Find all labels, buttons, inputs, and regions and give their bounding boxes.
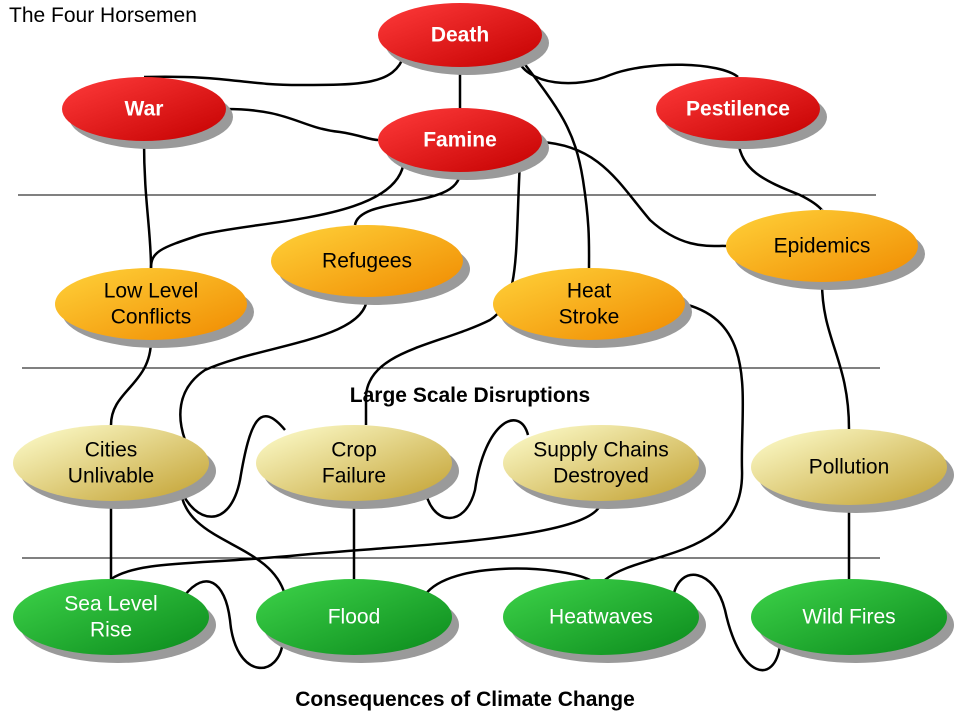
- edge-famine-to-low-level-conflicts: [149, 159, 406, 269]
- node-famine: Famine: [378, 108, 549, 180]
- edge-death-to-heat-stroke: [519, 57, 591, 269]
- node-label: Low Level: [104, 280, 199, 303]
- edge-sea-level-rise-to-flood: [184, 580, 285, 670]
- node-flood: Flood: [256, 579, 459, 663]
- node-label: Failure: [322, 465, 386, 488]
- node-label: Sea Level: [64, 593, 157, 616]
- node-label: Death: [431, 24, 489, 47]
- node-ellipse: [503, 579, 699, 655]
- node-ellipse: [62, 77, 226, 141]
- section-label-disruptions: Large Scale Disruptions: [349, 384, 591, 407]
- node-label: Flood: [328, 606, 381, 629]
- node-label: Crop: [331, 439, 377, 462]
- node-ellipse: [13, 579, 209, 655]
- node-war: War: [62, 77, 233, 149]
- node-ellipse: [271, 225, 463, 297]
- node-ellipse: [378, 3, 542, 67]
- node-label: Supply Chains: [533, 439, 668, 462]
- node-ellipse: [751, 579, 947, 655]
- node-ellipse: [656, 77, 820, 141]
- node-label: Conflicts: [111, 306, 192, 329]
- edge-cities-unlivable-to-flood: [178, 484, 287, 596]
- edge-war-to-famine: [225, 107, 379, 142]
- node-label: Stroke: [559, 306, 620, 329]
- node-label: Rise: [90, 619, 132, 642]
- edge-famine-to-crop-failure: [364, 159, 522, 425]
- edge-war-to-low-level-conflicts: [142, 140, 153, 269]
- node-epidemics: Epidemics: [726, 210, 925, 290]
- node-pollution: Pollution: [751, 429, 954, 513]
- edge-death-to-pestilence: [514, 54, 739, 85]
- node-ellipse: [503, 425, 699, 501]
- node-ellipse: [55, 268, 247, 340]
- node-wild-fires: Wild Fires: [751, 579, 954, 663]
- node-label: Heat: [567, 280, 612, 303]
- node-refugees: Refugees: [271, 225, 470, 305]
- node-label: Wild Fires: [802, 606, 895, 629]
- node-heatwaves: Heatwaves: [503, 579, 706, 663]
- node-label: Destroyed: [553, 465, 649, 488]
- edge-supply-chains-destroyed-to-sea-level-rise: [110, 500, 603, 581]
- edge-heat-stroke-to-heatwaves: [604, 301, 745, 581]
- edge-cities-unlivable-to-crop-failure: [178, 415, 286, 518]
- edge-flood-to-heatwaves: [423, 567, 591, 596]
- edge-refugees-to-cities-unlivable: [179, 296, 369, 441]
- node-ellipse: [256, 579, 452, 655]
- node-label: Heatwaves: [549, 606, 653, 629]
- node-label: Pestilence: [686, 98, 790, 121]
- node-label: Famine: [423, 129, 497, 152]
- edge-pestilence-to-epidemics: [736, 140, 824, 212]
- node-ellipse: [378, 108, 542, 172]
- node-ellipse: [751, 429, 947, 505]
- node-label: Pollution: [809, 456, 890, 479]
- connections: [109, 54, 851, 672]
- node-ellipse: [493, 268, 685, 340]
- edge-death-to-war: [143, 54, 406, 87]
- node-label: Epidemics: [774, 235, 871, 258]
- node-pestilence: Pestilence: [656, 77, 827, 149]
- node-label: War: [125, 98, 164, 121]
- node-ellipse: [256, 425, 452, 501]
- edge-epidemics-to-pollution: [820, 281, 851, 430]
- node-label: Unlivable: [68, 465, 154, 488]
- page-title: The Four Horsemen: [9, 4, 197, 27]
- node-label: Refugees: [322, 250, 412, 273]
- edge-heatwaves-to-wild-fires: [671, 573, 782, 672]
- edge-low-level-conflicts-to-cities-unlivable: [109, 339, 153, 426]
- section-label-consequences: Consequences of Climate Change: [295, 688, 635, 711]
- node-death: Death: [378, 3, 549, 75]
- node-label: Cities: [85, 439, 138, 462]
- tier-dividers: [18, 194, 880, 559]
- node-ellipse: [13, 425, 209, 501]
- node-ellipse: [726, 210, 918, 282]
- edge-crop-failure-to-supply-chains-destroyed: [423, 419, 530, 520]
- edge-famine-to-epidemics: [539, 140, 727, 248]
- edge-famine-to-refugees: [353, 171, 462, 226]
